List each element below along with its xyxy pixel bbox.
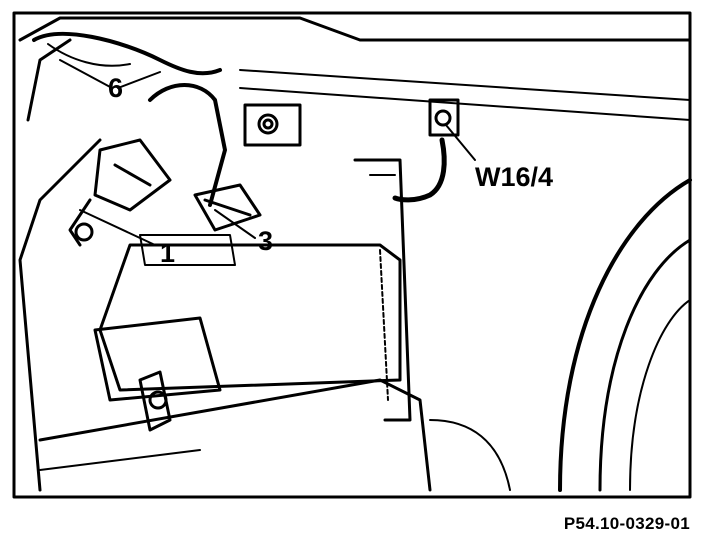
negative-clamp — [193, 183, 262, 232]
fuse-box — [93, 316, 222, 402]
positive-clamp — [93, 138, 172, 212]
wheel-arch — [558, 178, 692, 492]
callout-w16-4: W16/4 — [475, 162, 553, 192]
jumper-cable — [148, 83, 227, 207]
lower-panel — [38, 378, 432, 492]
figure-border — [12, 11, 692, 499]
leader-3 — [214, 209, 256, 239]
ground-terminal — [428, 98, 460, 137]
terminal-cover — [139, 234, 236, 266]
leader-1 — [79, 209, 156, 246]
callout-3: 3 — [258, 226, 273, 256]
callout-1: 1 — [160, 238, 175, 268]
battery — [98, 243, 402, 392]
callout-6: 6 — [108, 73, 123, 103]
bracket — [243, 103, 302, 147]
hood-panel — [18, 16, 692, 492]
bolt-icon — [257, 113, 279, 135]
figure-id: P54.10-0329-01 — [563, 514, 690, 533]
leader-w16 — [445, 124, 476, 161]
leader-6 — [59, 59, 161, 89]
